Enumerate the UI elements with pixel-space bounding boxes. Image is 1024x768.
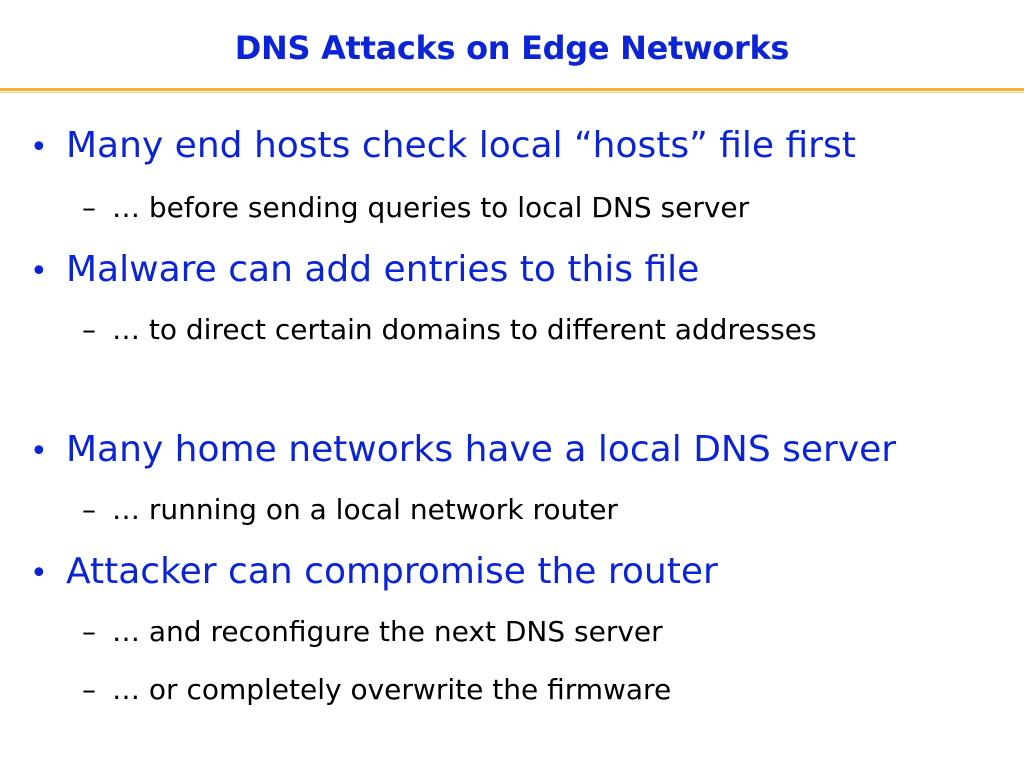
sub-text: … running on a local network router [112,493,618,526]
sub-text: … and reconfigure the next DNS server [112,615,663,648]
page-title: DNS Attacks on Edge Networks [234,29,790,67]
sub-marker: – [82,673,96,706]
sub-item: –… or completely overwrite the firmware [82,672,671,708]
bullet-text: Many home networks have a local DNS serv… [66,429,897,470]
bullet-marker: • [30,130,48,165]
bullet-item: • Many home networks have a local DNS ser… [30,428,896,474]
sub-item: –… and reconfigure the next DNS server [82,614,663,650]
sub-text: … before sending queries to local DNS se… [112,191,750,224]
bullet-text: Attacker can compromise the router [66,551,718,592]
title-divider-shadow [0,92,1024,93]
sub-text: … to direct certain domains to different… [112,313,817,346]
bullet-item: • Attacker can compromise the router [30,550,718,596]
bullet-marker: • [30,434,48,469]
sub-item: –… running on a local network router [82,492,618,528]
sub-item: –… to direct certain domains to differen… [82,312,817,348]
sub-marker: – [82,615,96,648]
bullet-text: Many end hosts check local “hosts” file … [66,125,856,166]
bullet-marker: • [30,254,48,289]
sub-text: … or completely overwrite the firmware [112,673,672,706]
bullet-text: Malware can add entries to this file [66,249,700,290]
bullet-marker: • [30,556,48,591]
title-divider [0,88,1024,91]
sub-marker: – [82,313,96,346]
bullet-item: • Malware can add entries to this file [30,248,699,294]
bullet-item: • Many end hosts check local “hosts” file… [30,124,856,170]
sub-marker: – [82,493,96,526]
sub-marker: – [82,191,96,224]
sub-item: –… before sending queries to local DNS s… [82,190,749,226]
